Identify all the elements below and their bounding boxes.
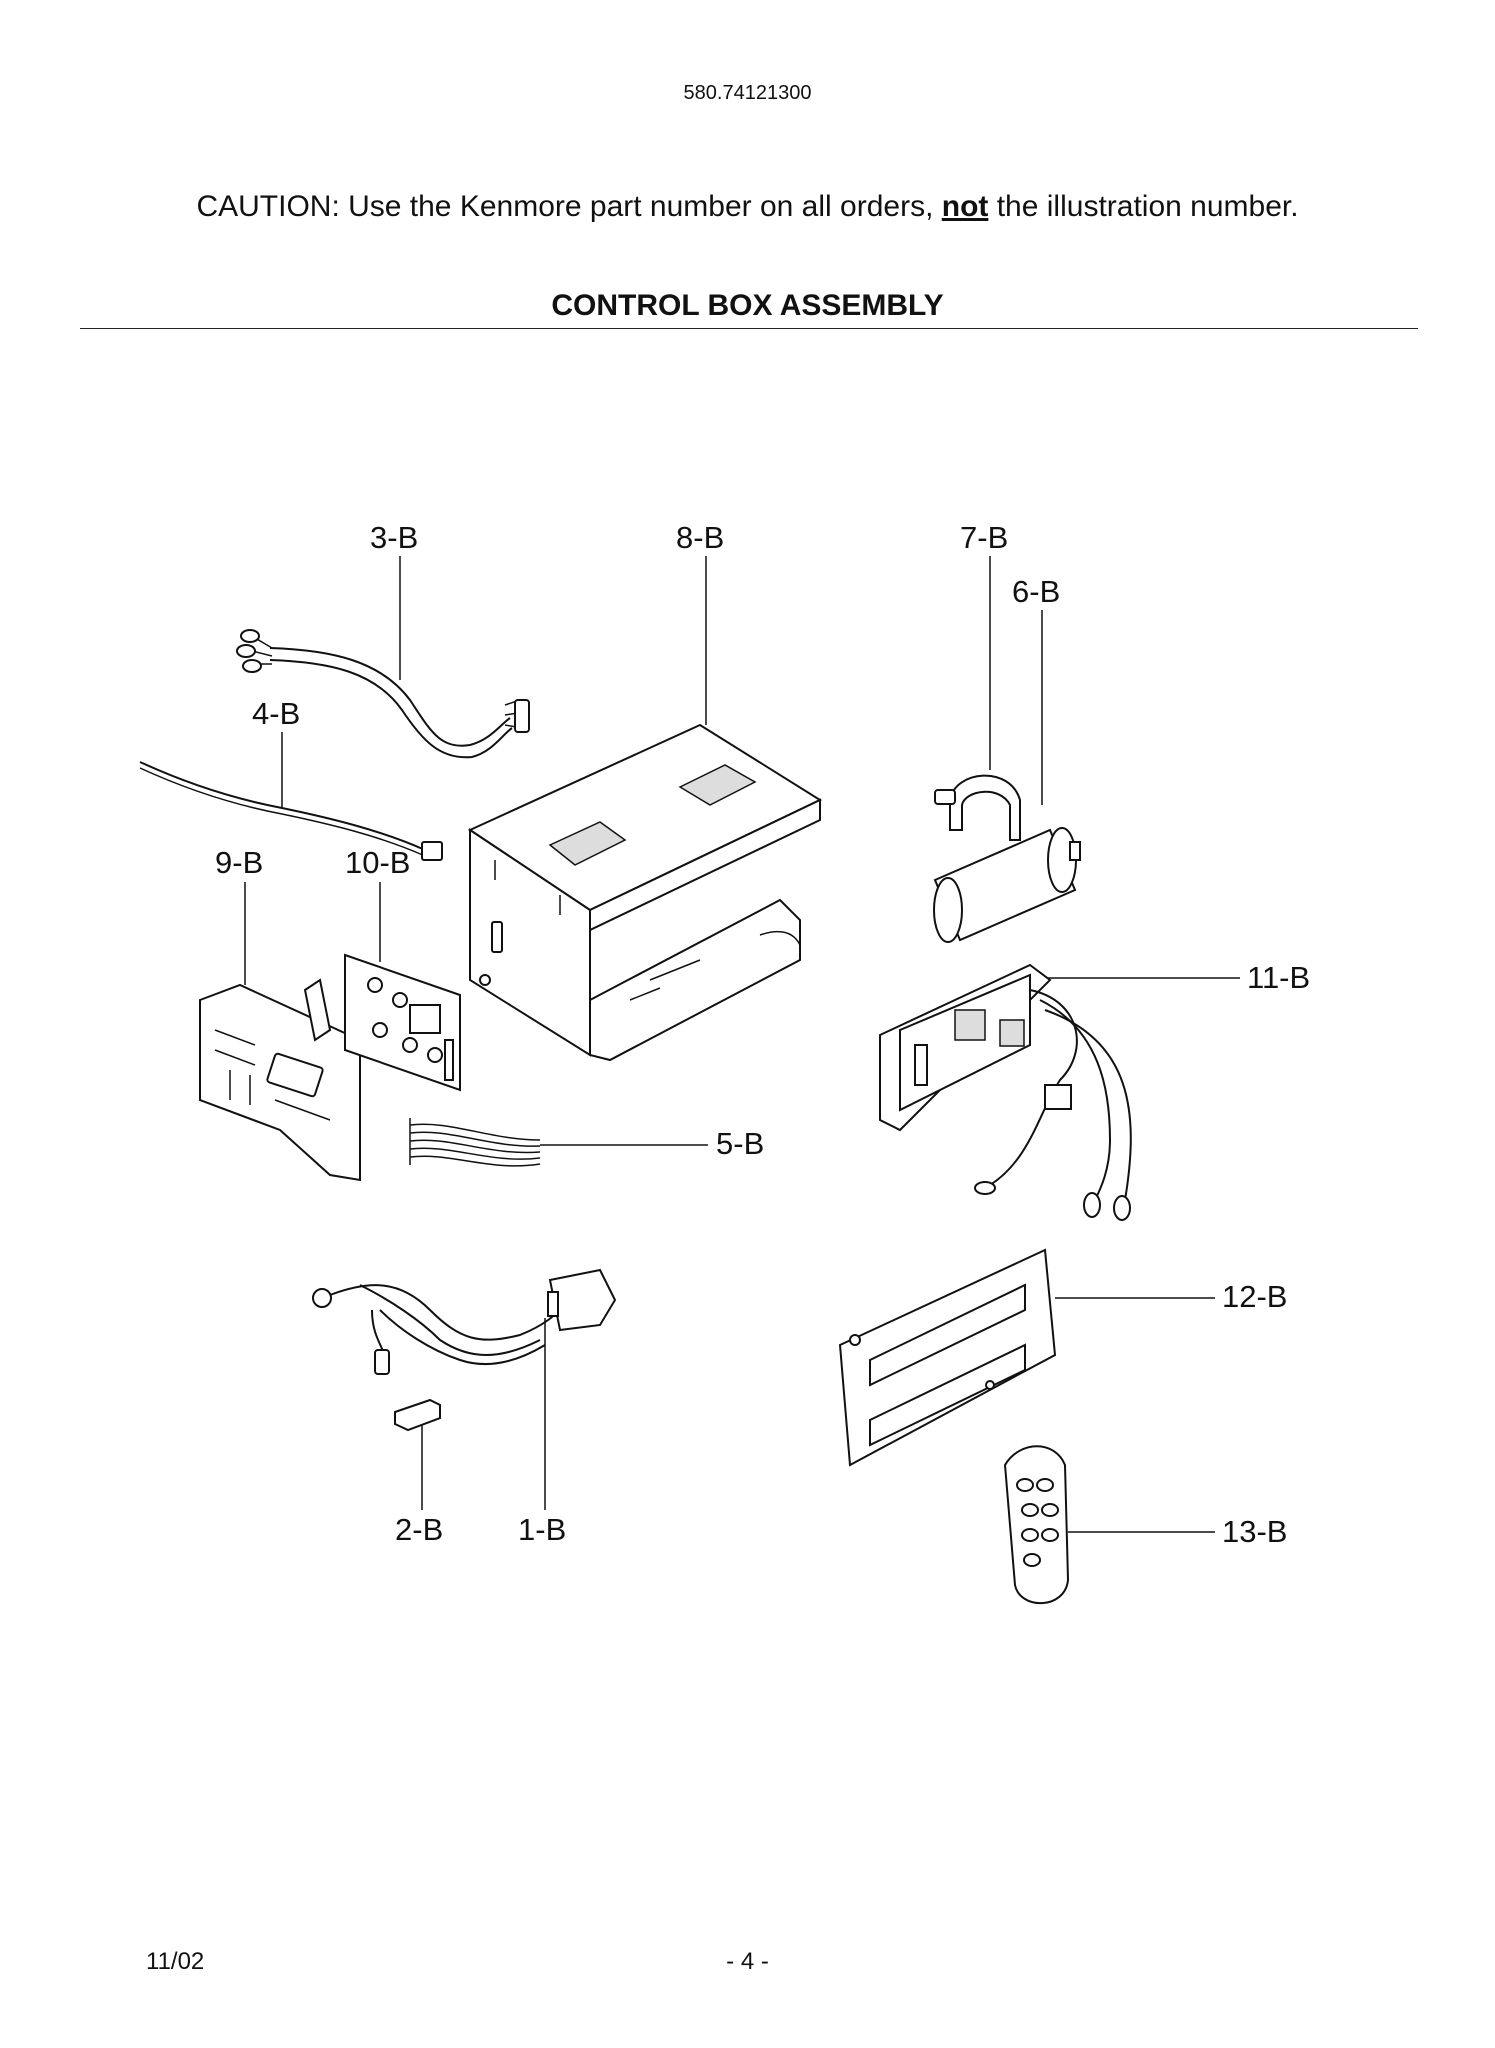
caution-emphasis: not (941, 190, 989, 223)
part-13b-remote-control (1003, 1445, 1070, 1605)
part-9b-front-panel (199, 978, 361, 1182)
part-8b-control-box (467, 723, 823, 1062)
callout-5b: 5-B (716, 1126, 764, 1161)
callout-11b: 11-B (1247, 960, 1310, 995)
part-11b-main-pcb (879, 963, 1132, 1221)
part-6b-capacitor (933, 827, 1081, 943)
footer-page-number: - 4 - (726, 1948, 769, 1975)
callout-2b: 2-B (395, 1512, 443, 1547)
title-rule (80, 328, 1418, 329)
callout-1b: 1-B (518, 1512, 566, 1547)
part-2b-clamp (394, 1398, 441, 1432)
leader-lines (244, 556, 1240, 1533)
part-5b-ribbon-cable (409, 1118, 541, 1167)
caution-suffix: the illustration number. (988, 190, 1299, 223)
caution-notice: CAUTION: Use the Kenmore part number on … (0, 190, 1495, 224)
callout-7b: 7-B (960, 520, 1008, 555)
part-1b-power-harness (312, 1268, 617, 1375)
callout-9b: 9-B (215, 845, 263, 880)
footer-date: 11/02 (146, 1948, 205, 1975)
part-7b-capacitor-strap (934, 774, 1021, 841)
part-12b-pcb-cover (838, 1248, 1057, 1467)
callout-8b: 8-B (676, 520, 724, 555)
part-4b-sensor-wire (139, 761, 443, 861)
document-number: 580.74121300 (683, 82, 812, 104)
callout-3b: 3-B (370, 520, 418, 555)
section-title: CONTROL BOX ASSEMBLY (551, 289, 944, 322)
part-10b-display-board (344, 953, 461, 1092)
callout-13b: 13-B (1222, 1514, 1287, 1549)
callout-12b: 12-B (1222, 1279, 1287, 1314)
caution-prefix: CAUTION: Use the Kenmore part number on … (196, 190, 942, 223)
callout-4b: 4-B (252, 696, 300, 731)
callout-10b: 10-B (345, 845, 410, 880)
part-3b-wire-harness (236, 629, 530, 759)
callout-6b: 6-B (1012, 574, 1060, 609)
